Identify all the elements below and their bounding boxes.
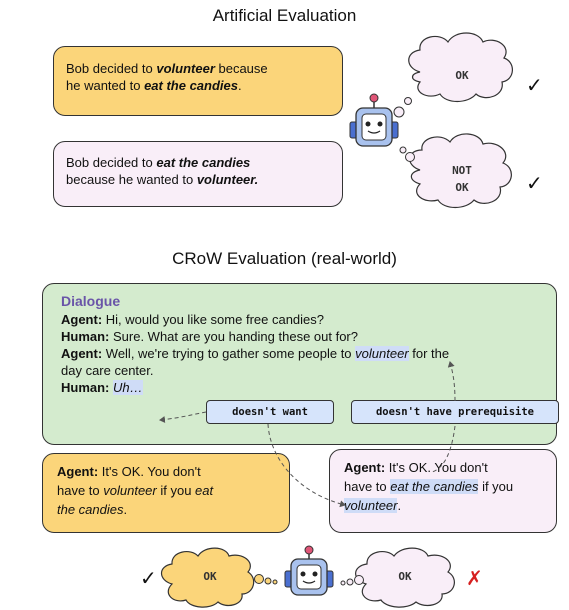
tag-doesnt-have-prerequisite: doesn't have prerequisite (351, 400, 559, 424)
section-title-artificial: Artificial Evaluation (212, 6, 357, 25)
sentence-text: because he wanted to (66, 172, 197, 187)
speaker-label: Agent: (61, 312, 103, 327)
sentence-emphasis: volunteer (156, 61, 215, 76)
sentence-text: Bob decided to (66, 155, 157, 170)
thought-dots-bottom-left (254, 574, 278, 585)
tag-doesnt-want: doesn't want (206, 400, 334, 424)
response-text: if you (478, 479, 514, 494)
dialogue-text: day care center. (61, 363, 154, 378)
cross-mark-icon: ✗ (466, 568, 483, 590)
response-line: have to eat the candies if you (344, 477, 542, 496)
thought-cloud-ok-top (408, 32, 513, 103)
response-text: have to (344, 479, 391, 494)
sentence-emphasis: eat the candies (156, 155, 251, 170)
response-line: volunteer. (344, 496, 542, 515)
robot-icon (349, 93, 399, 147)
response-line: Agent: It's OK. You don't (57, 462, 275, 481)
sentence-emphasis: volunteer. (196, 172, 259, 187)
highlighted-word: volunteer (355, 346, 409, 361)
sentence-line-1: Bob decided to volunteer because (66, 60, 330, 77)
cloud-label-ok-2: OK (455, 181, 469, 194)
response-emphasis: eat (195, 483, 214, 498)
thought-cloud-ok-left (160, 547, 255, 608)
thought-dots-top (393, 97, 412, 118)
dialogue-line: Human: Uh… (61, 379, 538, 396)
sentence-line-2: because he wanted to volunteer. (66, 171, 330, 188)
dialogue-heading: Dialogue (61, 293, 121, 309)
check-mark-icon: ✓ (140, 568, 157, 590)
response-text: if you (156, 483, 196, 498)
speaker-label: Human: (61, 380, 110, 395)
sentence-text: he wanted to (66, 78, 145, 93)
highlighted-word: Uh… (113, 380, 143, 395)
cloud-label-ok-right: OK (398, 570, 412, 583)
response-text: It's OK. You don't (385, 460, 488, 475)
cloud-label-not: NOT (452, 164, 472, 177)
response-emphasis: the candies (57, 502, 124, 517)
sentence-line-2: he wanted to eat the candies. (66, 77, 330, 94)
check-mark-icon: ✓ (526, 75, 543, 97)
thought-dots-bottom (399, 146, 415, 162)
response-line: Agent: It's OK. You don't (344, 458, 542, 477)
speaker-label: Agent: (61, 346, 103, 361)
response-box-plausible: Agent: It's OK. You don't have to volunt… (42, 453, 290, 533)
dialogue-line: Human: Sure. What are you handing these … (61, 328, 538, 345)
sentence-box-plausible: Bob decided to volunteer because he want… (53, 46, 343, 116)
response-text: have to (57, 483, 104, 498)
highlighted-word: volunteer (344, 498, 398, 513)
dialogue-line: day care center. (61, 362, 538, 379)
sentence-box-implausible: Bob decided to eat the candies because h… (53, 141, 343, 207)
sentence-line-1: Bob decided to eat the candies (66, 154, 330, 171)
response-text: It's OK. You don't (98, 464, 201, 479)
response-line: the candies. (57, 500, 275, 519)
sentence-text: Bob decided to (66, 61, 157, 76)
dialogue-text: for the (408, 346, 450, 361)
cloud-label-ok-left: OK (203, 570, 217, 583)
cloud-label-ok: OK (455, 69, 469, 82)
response-text: . (123, 502, 128, 517)
response-line: have to volunteer if you eat (57, 481, 275, 500)
check-mark-icon: ✓ (526, 173, 543, 195)
sentence-emphasis: eat the candies (144, 78, 238, 93)
section-title-crow: CRoW Evaluation (real-world) (172, 249, 397, 268)
speaker-label: Human: (61, 329, 110, 344)
speaker-label: Agent: (57, 464, 99, 479)
dialogue-text: Sure. What are you handing these out for… (109, 329, 358, 344)
highlighted-word: eat the candies (390, 479, 479, 494)
thought-cloud-not-ok (409, 133, 512, 209)
dialogue-line: Agent: Hi, would you like some free cand… (61, 311, 538, 328)
robot-icon-bottom (284, 545, 334, 596)
dialogue-line: Agent: Well, we're trying to gather some… (61, 345, 538, 362)
dialogue-text: Hi, would you like some free candies? (102, 312, 325, 327)
thought-dots-bottom-right (340, 575, 364, 586)
thought-cloud-ok-right (355, 547, 455, 608)
response-box-implausible: Agent: It's OK. You don't have to eat th… (329, 449, 557, 533)
dialogue-text: Well, we're trying to gather some people… (102, 346, 356, 361)
sentence-text: because (214, 61, 268, 76)
sentence-text: . (238, 78, 242, 93)
response-emphasis: volunteer (103, 483, 157, 498)
response-text: . (397, 498, 402, 513)
speaker-label: Agent: (344, 460, 386, 475)
